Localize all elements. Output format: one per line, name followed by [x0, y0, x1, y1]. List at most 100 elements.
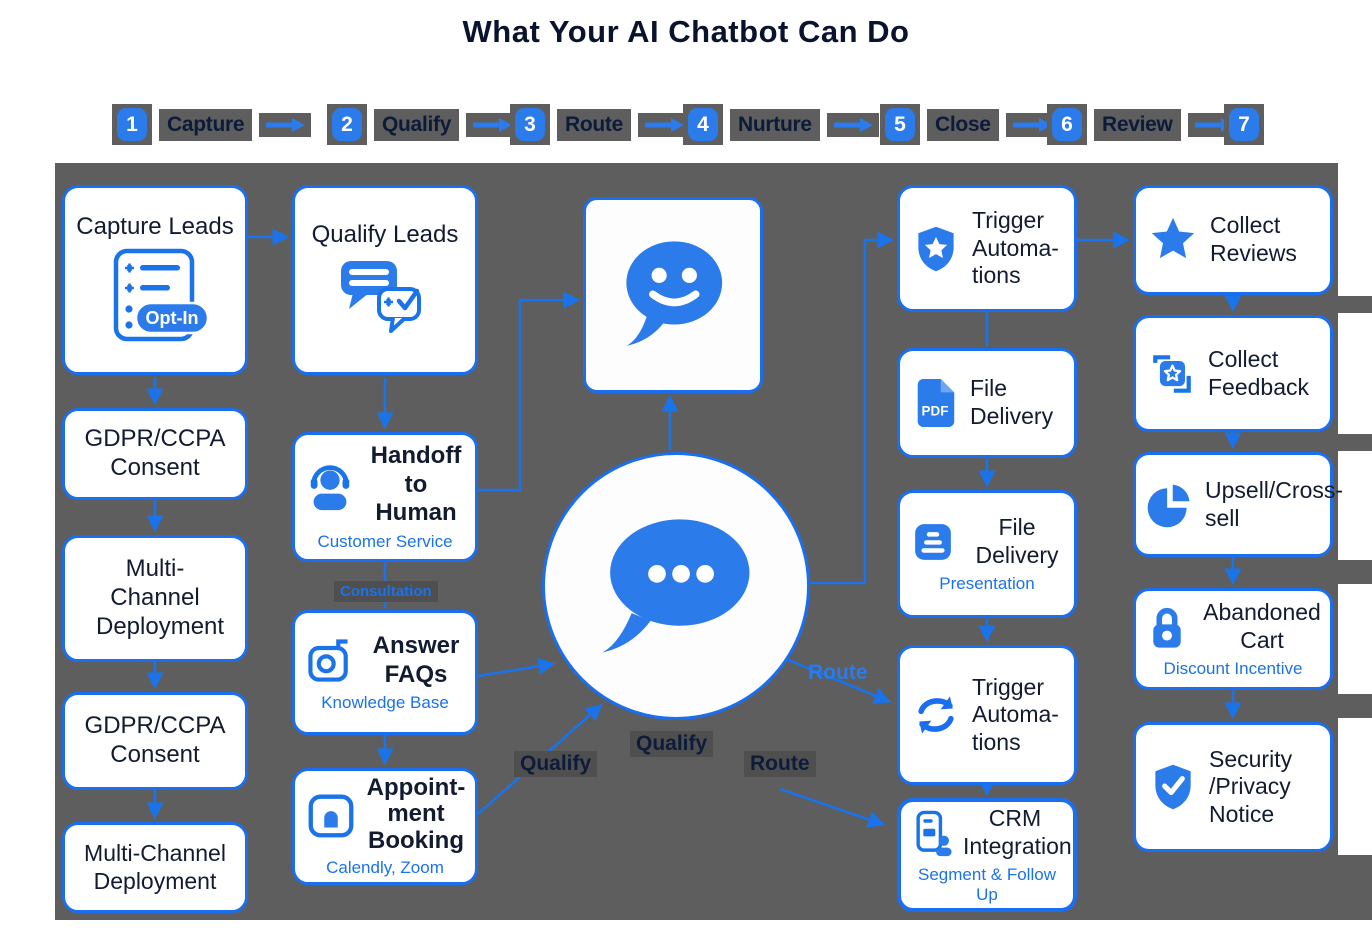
box-upsell-cross-sell: Upsell/Cross-sell — [1133, 452, 1344, 557]
step-6-label: Review — [1102, 112, 1173, 136]
box-abandoned-cart: Abandoned Cart Discount Incentive — [1133, 588, 1333, 690]
photo-star-icon — [1146, 348, 1198, 400]
shield-check-icon — [1147, 760, 1199, 814]
box-title: GDPR/CCPA Consent — [84, 712, 226, 768]
step-1-badge: 1 — [117, 108, 147, 141]
route-label-lower: Route — [744, 751, 816, 777]
step-2: 2 Qualify — [327, 104, 519, 145]
step-4: 4 Nurture — [683, 104, 879, 145]
box-qualify-leads: Qualify Leads — [292, 185, 478, 375]
box-collect-reviews: Collect Reviews — [1133, 185, 1333, 295]
box-title: Upsell/Cross-sell — [1205, 476, 1344, 531]
box-multi-channel-1: Multi-Channel Deployment — [62, 535, 248, 662]
opt-in-form-icon: Opt-In — [92, 247, 218, 347]
box-collect-feedback: Collect Feedback — [1133, 315, 1333, 432]
step-6: 6 Review — [1047, 104, 1240, 145]
arrow-right-icon — [259, 112, 312, 137]
box-subtitle: Knowledge Base — [321, 693, 449, 713]
document-icon — [908, 517, 958, 567]
box-capture-leads: Capture Leads Opt-In — [62, 185, 248, 375]
step-2-label: Qualify — [382, 112, 452, 136]
sync-arrows-icon — [910, 689, 962, 741]
box-title: Collect Feedback — [1208, 345, 1310, 400]
calendar-booking-icon — [304, 788, 358, 842]
box-security-privacy-notice: Security /Privacy Notice — [1133, 722, 1333, 852]
step-3-badge: 3 — [515, 108, 545, 141]
box-title: Multi-Channel Deployment — [84, 839, 226, 894]
consultation-label: Consultation — [334, 581, 438, 602]
shield-star-icon — [910, 222, 962, 276]
box-trigger-automations-2: Trigger Automa­tions — [897, 645, 1077, 785]
step-6-badge: 6 — [1052, 108, 1082, 141]
step-2-badge: 2 — [332, 108, 362, 141]
chatbot-square — [583, 197, 763, 393]
step-3: 3 Route — [510, 104, 690, 145]
box-title: Appoint­ment Booking — [366, 773, 466, 854]
box-subtitle: Calendly, Zoom — [326, 858, 444, 878]
box-title: Handoff to Human — [370, 441, 462, 527]
box-title: Answer FAQs — [372, 631, 460, 688]
page-title: What Your AI Chatbot Can Do — [462, 14, 910, 49]
chat-smiley-icon — [610, 227, 736, 364]
box-title: File Delivery — [970, 375, 1054, 429]
step-5: 5 Close — [880, 104, 1058, 145]
box-trigger-automations-1: Trigger Automa­tions — [897, 185, 1077, 312]
pdf-label: PDF — [922, 404, 949, 419]
step-1: 1 Capture — [112, 104, 312, 145]
box-multi-channel-2: Multi-Channel Deployment — [62, 822, 248, 913]
box-handoff-to-human: Handoff to Human Customer Service — [292, 432, 478, 562]
route-label-upper: Route — [808, 661, 868, 684]
star-icon — [1146, 214, 1200, 266]
backdrop-strip — [1336, 296, 1372, 313]
box-appointment-booking: Appoint­ment Booking Calendly, Zoom — [292, 768, 478, 885]
box-gdpr-consent-2: GDPR/CCPA Consent — [62, 692, 248, 790]
arrow-right-icon — [466, 112, 519, 137]
box-title: Qualify Leads — [311, 220, 459, 248]
chatbot-circle — [542, 452, 810, 720]
box-subtitle: Customer Service — [317, 532, 453, 552]
step-7: 7 — [1224, 104, 1264, 145]
lock-icon — [1143, 602, 1191, 652]
box-title: Multi-Channel Deployment — [96, 555, 225, 640]
box-gdpr-consent-1: GDPR/CCPA Consent — [62, 408, 248, 500]
opt-in-badge: Opt-In — [146, 308, 199, 328]
box-title: GDPR/CCPA Consent — [84, 425, 226, 481]
step-1-label: Capture — [167, 112, 245, 136]
backdrop-strip — [1336, 434, 1372, 451]
box-title: Abandoned Cart — [1203, 599, 1321, 653]
box-title: File Delivery — [975, 514, 1059, 568]
backdrop-strip — [1336, 694, 1372, 718]
box-title: Security /Privacy Notice — [1209, 745, 1293, 827]
box-file-delivery-pdf: PDF File Delivery — [897, 348, 1077, 458]
backdrop-strip — [1336, 855, 1372, 920]
step-7-badge: 7 — [1229, 108, 1259, 141]
headset-agent-icon — [303, 456, 357, 514]
chat-dots-icon — [581, 494, 771, 679]
qualify-label-center: Qualify — [630, 731, 714, 757]
box-title: Capture Leads — [76, 212, 234, 240]
arrow-right-icon — [638, 112, 690, 137]
box-file-delivery-presentation: File Delivery Presentation — [897, 490, 1077, 618]
step-5-label: Close — [935, 112, 991, 136]
pdf-file-icon: PDF — [910, 375, 960, 431]
pie-chart-icon — [1143, 479, 1195, 531]
box-subtitle: Segment & Follow Up — [918, 864, 1056, 904]
step-4-badge: 4 — [688, 108, 718, 141]
phone-contact-icon — [907, 807, 955, 859]
box-answer-faqs: Answer FAQs Knowledge Base — [292, 610, 478, 735]
box-title: CRM Integration — [963, 805, 1072, 859]
knowledge-base-icon — [303, 635, 355, 687]
arrow-right-icon — [826, 112, 879, 137]
qualify-label-left: Qualify — [514, 751, 598, 777]
backdrop-strip — [1336, 560, 1372, 584]
box-subtitle: Presentation — [939, 573, 1035, 593]
chat-check-icon — [335, 257, 435, 339]
step-5-badge: 5 — [885, 108, 915, 141]
box-title: Collect Reviews — [1210, 212, 1297, 266]
box-title: Trigger Automa­tions — [972, 673, 1059, 755]
step-3-label: Route — [565, 112, 623, 136]
step-4-label: Nurture — [738, 112, 812, 136]
box-title: Trigger Automa­tions — [972, 207, 1059, 289]
box-crm-integration: CRM Integration Segment & Follow Up — [897, 798, 1077, 912]
